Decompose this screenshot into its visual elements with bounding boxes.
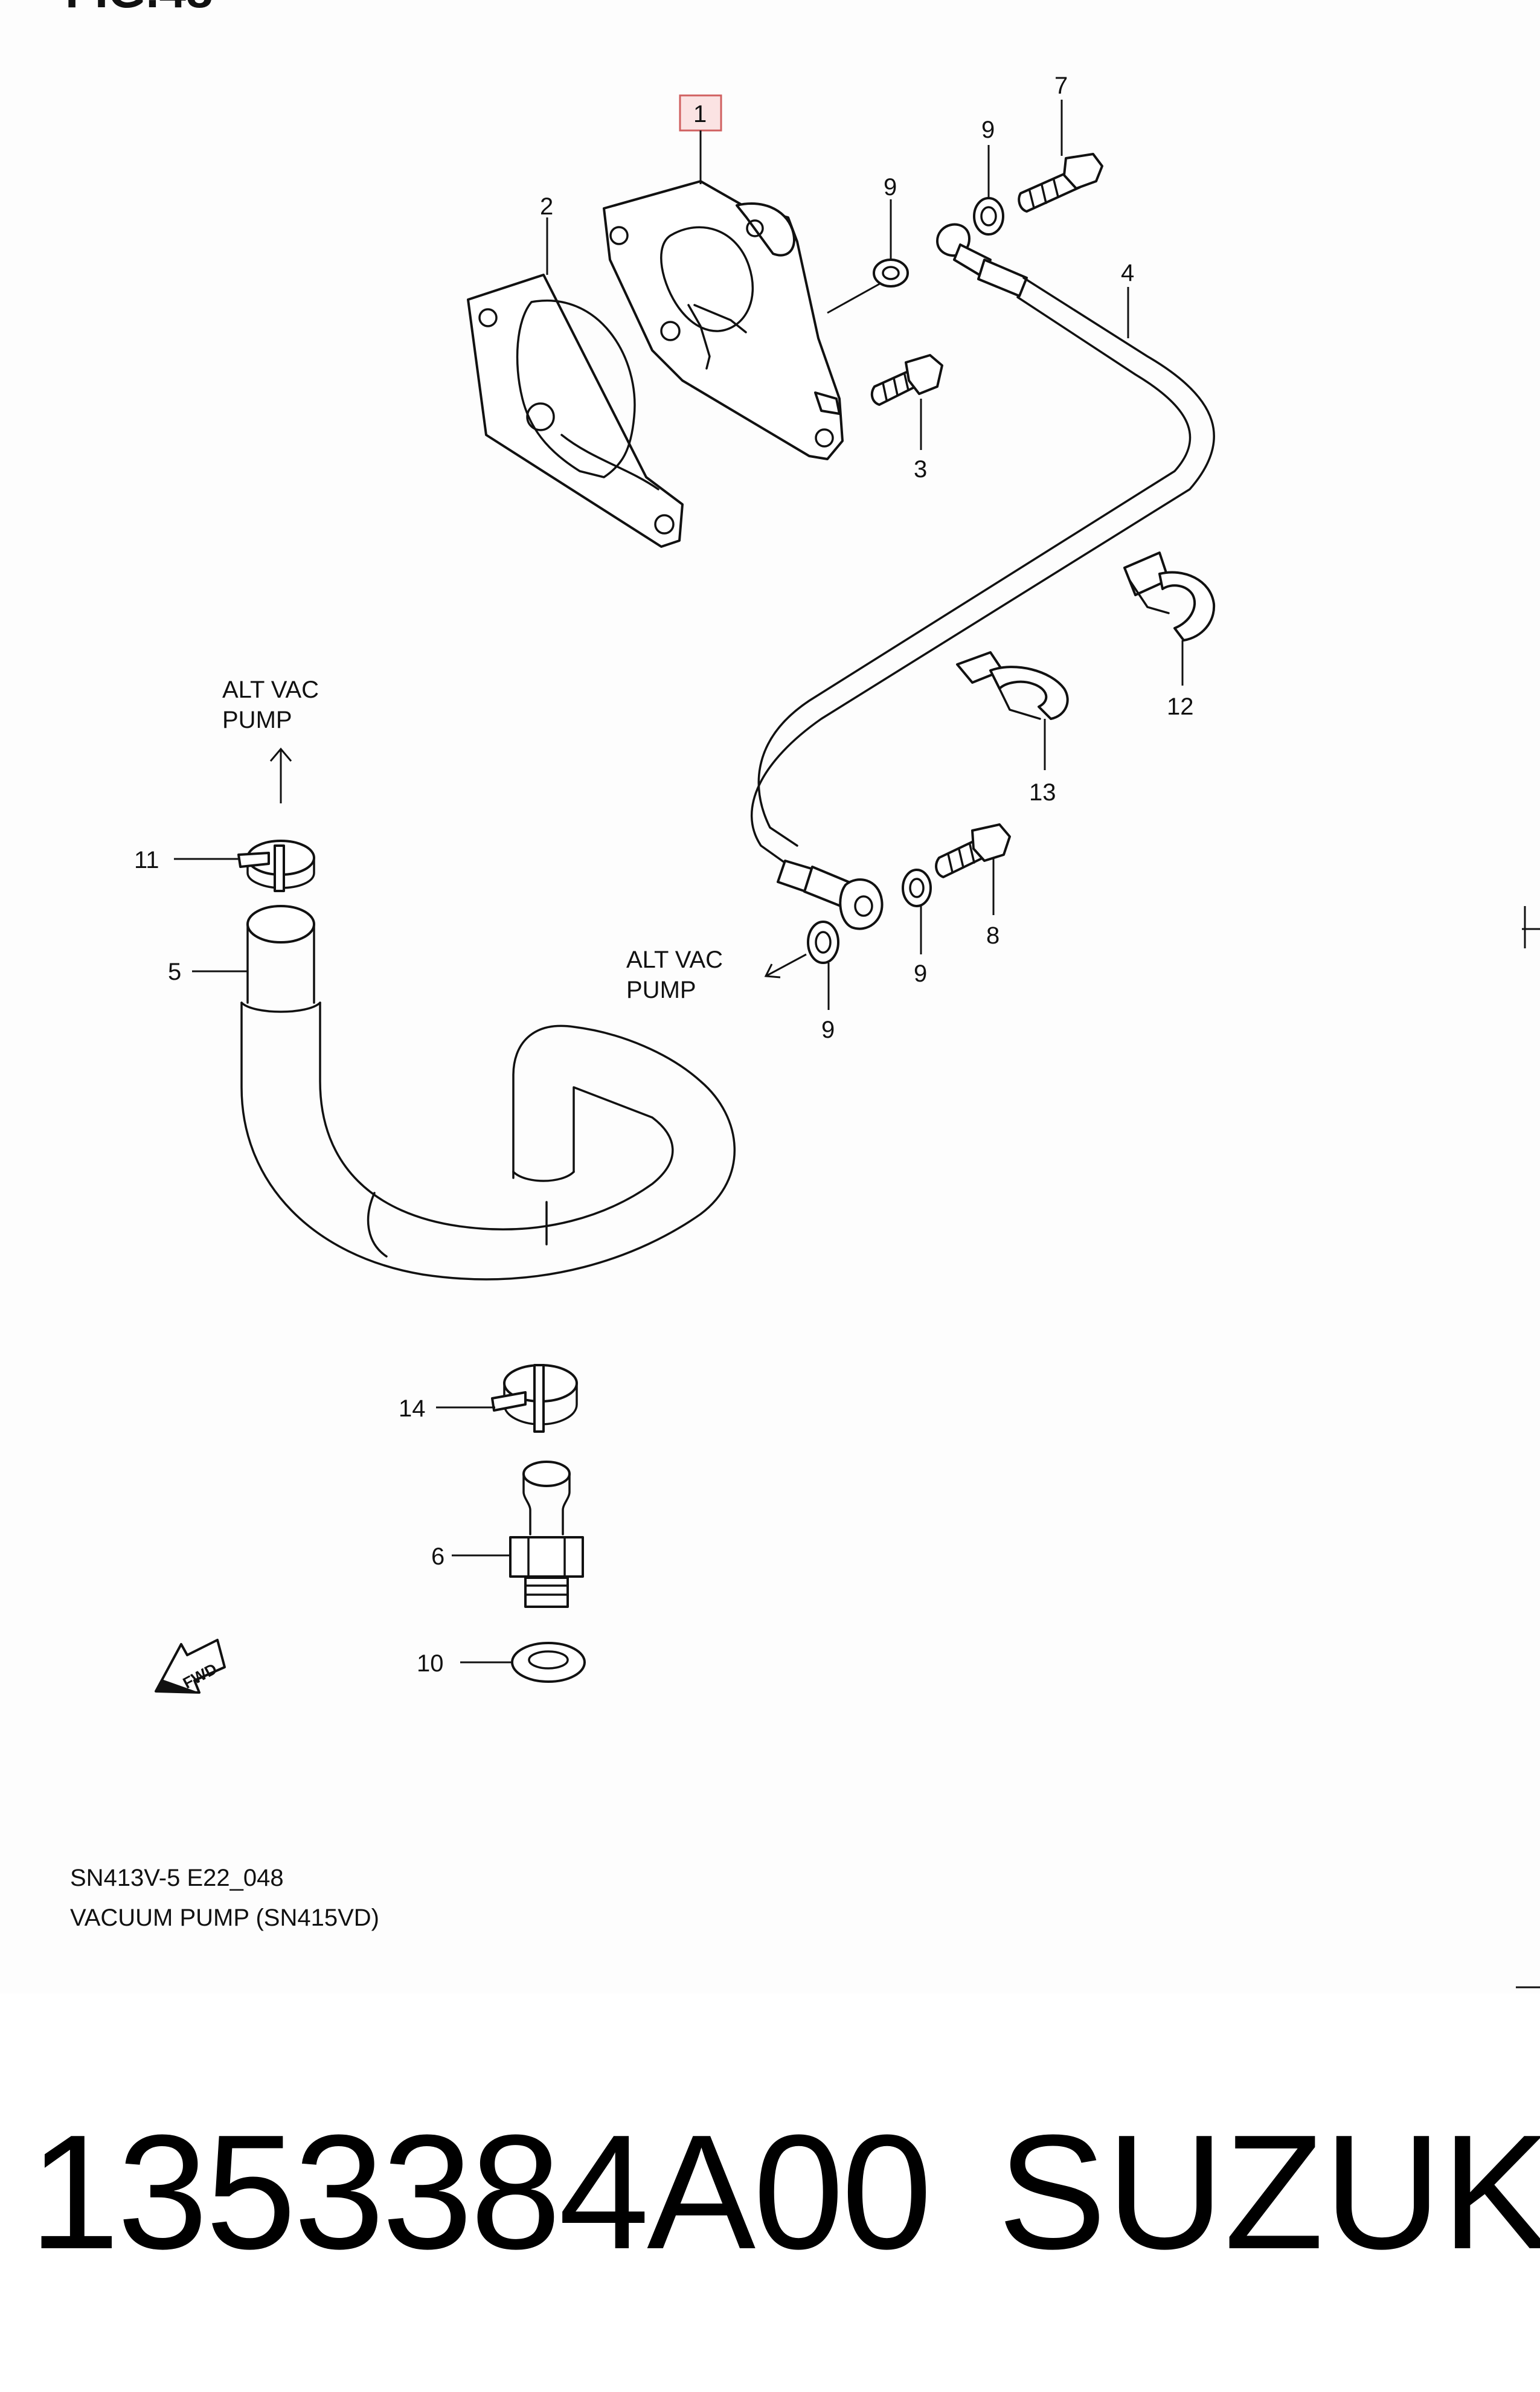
vacuum-pipe-part-4 <box>751 223 1215 930</box>
callout-8[interactable]: 8 <box>986 922 999 949</box>
callout-9-upper[interactable]: 9 <box>884 174 897 201</box>
callout-5[interactable]: 5 <box>168 959 181 985</box>
alt-vac-upper-line2: PUMP <box>222 707 292 733</box>
callout-1-highlight-box <box>679 94 722 132</box>
callout-11[interactable]: 11 <box>134 847 159 873</box>
union-bolt-part-8 <box>935 823 1011 878</box>
bolt-part-3 <box>870 354 943 406</box>
callout-2[interactable]: 2 <box>540 193 553 220</box>
callout-9-lower[interactable]: 9 <box>821 1017 835 1043</box>
washer-9-mid <box>902 869 932 907</box>
pipe-clamp-part-12 <box>1123 551 1216 641</box>
footer <box>0 1993 1540 2392</box>
callout-10[interactable]: 10 <box>417 1650 444 1677</box>
forward-direction-arrow: FWD <box>155 1639 226 1694</box>
gasket-part-2 <box>467 274 684 548</box>
arrow-alt-vac-lower-head <box>764 963 781 979</box>
brand-name: SUZUKI <box>998 2101 1540 2283</box>
washer-9-lower <box>807 921 839 964</box>
hose-part-5 <box>240 905 736 1281</box>
part-number: 1353384A00 <box>29 2101 932 2283</box>
callout-6[interactable]: 6 <box>431 1543 444 1570</box>
parts-diagram-panel: FIG.48 <box>65 0 1540 1989</box>
union-bolt-part-7 <box>1018 153 1103 213</box>
alt-vac-lower-line2: PUMP <box>626 977 696 1003</box>
pump-cover-part-1 <box>603 180 844 460</box>
callout-4[interactable]: 4 <box>1121 260 1134 286</box>
callout-7[interactable]: 7 <box>1054 72 1068 99</box>
arrow-up-alt-vac-head <box>269 747 292 762</box>
hose-clip-part-14 <box>491 1364 578 1433</box>
callout-13[interactable]: 13 <box>1029 779 1056 806</box>
callout-9-top[interactable]: 9 <box>981 117 995 143</box>
pipe-clamp-part-13 <box>956 651 1069 720</box>
callout-1[interactable]: 1 <box>693 101 707 127</box>
washer-9-upper <box>873 259 909 288</box>
washer-9-top <box>973 197 1004 236</box>
exploded-parts-diagram: FIG.48 <box>65 0 1540 1989</box>
washer-part-10 <box>511 1642 586 1683</box>
figure-header-fragment: FIG.48 <box>65 0 213 18</box>
alt-vac-upper-line1: ALT VAC <box>222 677 319 703</box>
figure-title: VACUUM PUMP (SN415VD) <box>70 1905 379 1931</box>
hose-clip-part-11 <box>237 840 315 892</box>
callout-3[interactable]: 3 <box>914 456 927 483</box>
alt-vac-lower-line1: ALT VAC <box>626 947 723 973</box>
arrow-alt-vac-lower-line <box>765 953 807 977</box>
callout-12[interactable]: 12 <box>1167 693 1194 720</box>
callout-9-mid[interactable]: 9 <box>914 960 927 987</box>
figure-code: SN413V-5 E22_048 <box>70 1865 284 1891</box>
callout-14[interactable]: 14 <box>399 1395 426 1422</box>
hose-fitting-part-6 <box>509 1461 584 1608</box>
